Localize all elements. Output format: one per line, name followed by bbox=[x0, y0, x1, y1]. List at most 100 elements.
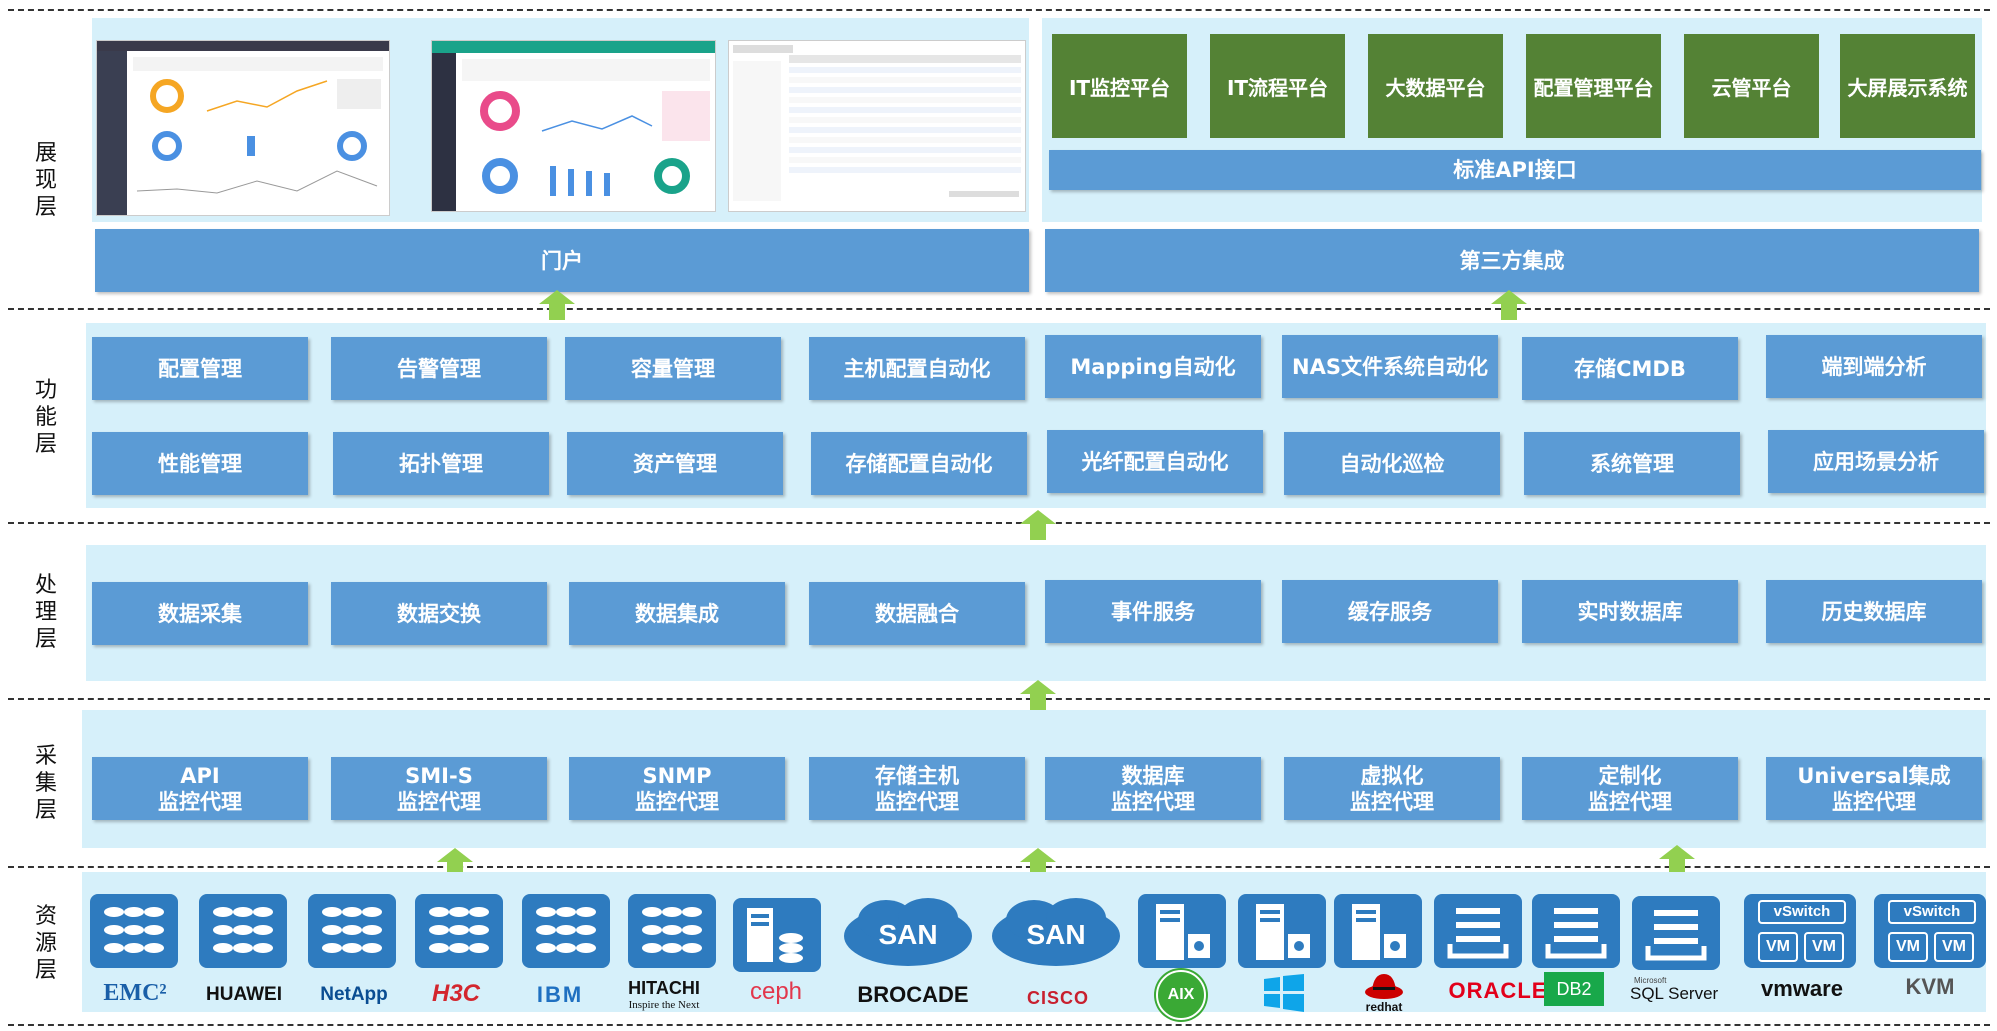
hitachi-tagline: Inspire the Next bbox=[628, 999, 700, 1011]
arrow-up-icon bbox=[1659, 845, 1695, 875]
aix-label: AIX bbox=[1167, 986, 1195, 1003]
separator-1 bbox=[8, 308, 1990, 310]
platform-cloud-management: 云管平台 bbox=[1684, 34, 1819, 138]
function-mapping-automation: Mapping自动化 bbox=[1045, 335, 1261, 398]
server-icon bbox=[1238, 894, 1326, 968]
emc-logo: EMC² bbox=[103, 980, 167, 1006]
function-host-config-automation: 主机配置自动化 bbox=[809, 337, 1025, 400]
processing-data-exchange: 数据交换 bbox=[331, 582, 547, 645]
storage-array-icon bbox=[199, 894, 287, 968]
function-storage-config-automation: 存储配置自动化 bbox=[811, 432, 1027, 495]
function-system-management: 系统管理 bbox=[1524, 432, 1740, 495]
db2-logo: DB2 bbox=[1544, 972, 1604, 1006]
layer-label-presentation: 展现层 bbox=[34, 141, 57, 220]
sqlserver-logo: SQL Server bbox=[1630, 984, 1719, 1003]
vswitch-label: vSwitch bbox=[1888, 900, 1976, 924]
separator-3 bbox=[8, 698, 1990, 700]
database-icon bbox=[1434, 894, 1522, 968]
arrow-up-icon bbox=[1020, 680, 1056, 710]
separator-bottom bbox=[8, 1024, 1990, 1026]
vswitch-label: vSwitch bbox=[1758, 900, 1846, 924]
dashboard-screenshot-1 bbox=[96, 40, 390, 216]
function-config-management: 配置管理 bbox=[92, 337, 308, 400]
dashboard-screenshot-3 bbox=[728, 40, 1026, 212]
function-storage-cmdb: 存储CMDB bbox=[1522, 337, 1738, 400]
separator-top bbox=[8, 9, 1990, 11]
arrow-up-icon bbox=[539, 290, 575, 320]
san-cloud-icon: SAN bbox=[992, 898, 1120, 966]
function-fc-config-automation: 光纤配置自动化 bbox=[1047, 430, 1263, 493]
separator-4 bbox=[8, 866, 1990, 868]
platform-it-process: IT流程平台 bbox=[1210, 34, 1345, 138]
microsoft-label: Microsoft bbox=[1634, 976, 1667, 985]
redhat-logo: redhat bbox=[1365, 1000, 1403, 1014]
agent-universal: Universal集成 监控代理 bbox=[1766, 757, 1982, 820]
san-cloud-icon: SAN bbox=[844, 898, 972, 966]
arrow-up-icon bbox=[1491, 290, 1527, 320]
dashboard-screenshot-2 bbox=[431, 40, 716, 212]
vm-label: VM bbox=[1758, 932, 1798, 962]
san-label: SAN bbox=[878, 919, 937, 950]
ceph-logo: ceph bbox=[749, 978, 803, 1005]
storage-array-icon bbox=[628, 894, 716, 968]
vm-label: VM bbox=[1888, 932, 1928, 962]
agent-custom: 定制化 监控代理 bbox=[1522, 757, 1738, 820]
vswitch-icon: vSwitch VM VM bbox=[1874, 894, 1986, 968]
aix-logo: AIX bbox=[1156, 970, 1206, 1020]
processing-realtime-db: 实时数据库 bbox=[1522, 580, 1738, 643]
function-auto-inspection: 自动化巡检 bbox=[1284, 432, 1500, 495]
arrow-up-icon bbox=[1020, 510, 1056, 540]
processing-data-collection: 数据采集 bbox=[92, 582, 308, 645]
function-scenario-analysis: 应用场景分析 bbox=[1768, 430, 1984, 493]
layer-label-resource: 资源层 bbox=[34, 904, 57, 983]
function-topology-management: 拓扑管理 bbox=[333, 432, 549, 495]
vmware-logo: vmware bbox=[1761, 976, 1843, 1001]
brocade-logo: BROCADE bbox=[857, 982, 969, 1007]
function-asset-management: 资产管理 bbox=[567, 432, 783, 495]
standard-api-bar: 标准API接口 bbox=[1049, 150, 1981, 190]
layer-label-function: 功能层 bbox=[34, 378, 57, 457]
ibm-logo: IBM bbox=[536, 982, 584, 1007]
layer-label-processing: 处理层 bbox=[34, 573, 57, 652]
db2-label: DB2 bbox=[1556, 979, 1592, 999]
cisco-logo: CISCO bbox=[1026, 988, 1089, 1008]
vm-label: VM bbox=[1934, 932, 1974, 962]
agent-storage-host: 存储主机 监控代理 bbox=[809, 757, 1025, 820]
huawei-logo: HUAWEI bbox=[206, 984, 282, 1005]
portal-bar: 门户 bbox=[95, 229, 1029, 292]
storage-array-icon bbox=[90, 894, 178, 968]
platform-big-screen: 大屏展示系统 bbox=[1840, 34, 1975, 138]
third-party-bar: 第三方集成 bbox=[1045, 229, 1979, 292]
arrow-up-icon bbox=[1020, 848, 1056, 878]
agent-smis: SMI-S 监控代理 bbox=[331, 757, 547, 820]
platform-config-management: 配置管理平台 bbox=[1526, 34, 1661, 138]
function-alarm-management: 告警管理 bbox=[331, 337, 547, 400]
database-icon bbox=[1532, 894, 1620, 968]
agent-api: API 监控代理 bbox=[92, 757, 308, 820]
agent-virtualization: 虚拟化 监控代理 bbox=[1284, 757, 1500, 820]
agent-database: 数据库 监控代理 bbox=[1045, 757, 1261, 820]
processing-data-fusion: 数据融合 bbox=[809, 582, 1025, 645]
processing-event-service: 事件服务 bbox=[1045, 580, 1261, 643]
layer-label-collection: 采集层 bbox=[34, 744, 57, 823]
vm-label: VM bbox=[1804, 932, 1844, 962]
windows-logo-icon bbox=[1264, 974, 1304, 1012]
processing-history-db: 历史数据库 bbox=[1766, 580, 1982, 643]
oracle-logo: ORACLE bbox=[1448, 978, 1548, 1003]
server-icon bbox=[1138, 894, 1226, 968]
redhat-hat-icon bbox=[1365, 974, 1403, 999]
function-performance-management: 性能管理 bbox=[92, 432, 308, 495]
agent-snmp: SNMP 监控代理 bbox=[569, 757, 785, 820]
kvm-logo: KVM bbox=[1905, 974, 1955, 999]
processing-data-integration: 数据集成 bbox=[569, 582, 785, 645]
processing-cache-service: 缓存服务 bbox=[1282, 580, 1498, 643]
netapp-logo: NetApp bbox=[320, 984, 388, 1005]
platform-it-monitoring: IT监控平台 bbox=[1052, 34, 1187, 138]
database-icon bbox=[1632, 896, 1720, 970]
san-label: SAN bbox=[1026, 919, 1085, 950]
storage-array-icon bbox=[415, 894, 503, 968]
storage-array-icon bbox=[308, 894, 396, 968]
separator-2 bbox=[8, 522, 1990, 524]
h3c-logo: H3C bbox=[431, 980, 480, 1007]
function-capacity-management: 容量管理 bbox=[565, 337, 781, 400]
